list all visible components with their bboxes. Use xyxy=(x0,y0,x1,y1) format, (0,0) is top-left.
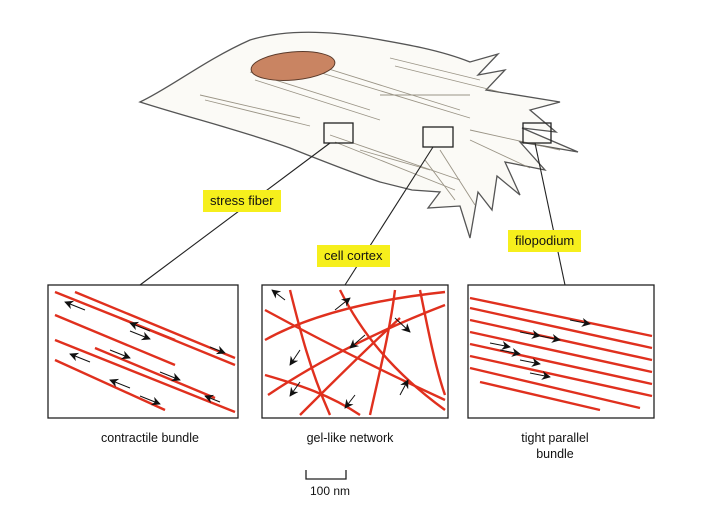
panel-contractile-bundle xyxy=(47,284,239,419)
connector-filopodium xyxy=(534,142,566,286)
scale-bar-label: 100 nm xyxy=(309,484,351,498)
caption-gel-like-network: gel-like network xyxy=(306,431,394,445)
panel-gel-like-network xyxy=(261,284,449,419)
panel-tight-parallel-bundle xyxy=(467,284,655,419)
inset-box-filopodium xyxy=(522,122,552,144)
cell xyxy=(138,31,579,239)
inset-box-stress-fiber xyxy=(323,122,354,144)
cell-outline xyxy=(138,31,579,239)
connector-stress-fiber xyxy=(139,142,331,286)
inset-box-cell-cortex xyxy=(422,126,454,148)
caption-line-1: tight parallel xyxy=(521,431,589,445)
label-filopodium: filopodium xyxy=(508,230,582,252)
scale-bar xyxy=(305,470,347,480)
label-stress-fiber: stress fiber xyxy=(203,190,281,212)
caption-contractile-bundle: contractile bundle xyxy=(101,431,199,445)
caption-tight-parallel-bundle: tight parallel bundle xyxy=(465,430,645,462)
panel-frame xyxy=(261,284,449,419)
nucleus xyxy=(250,51,336,81)
label-cell-cortex: cell cortex xyxy=(317,245,390,267)
caption-line-2: bundle xyxy=(536,447,574,461)
